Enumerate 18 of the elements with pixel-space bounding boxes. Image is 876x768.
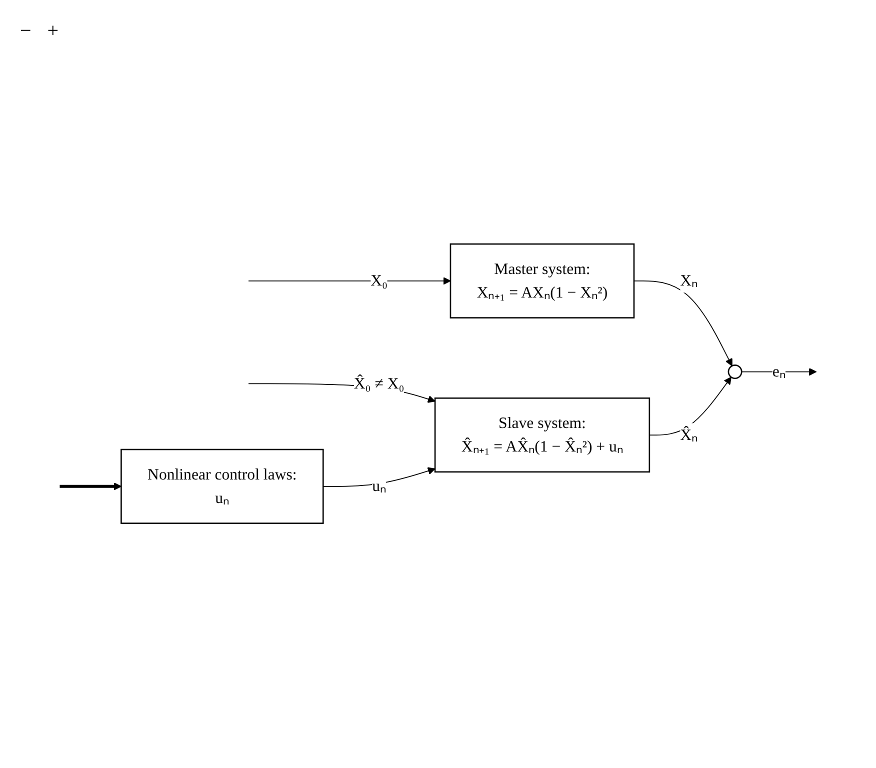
arrow (60, 482, 122, 491)
node-circle (728, 364, 742, 380)
arrow (248, 277, 451, 286)
arrow (648, 377, 732, 436)
node-box: Slave system: X̂ₙ₊₁ = AX̂ₙ(1 − X̂ₙ²) + uₙ (434, 398, 650, 473)
edge-label: X₀ (370, 272, 388, 290)
arrow (322, 468, 436, 488)
arrow (741, 368, 817, 376)
arrow (634, 280, 732, 367)
edge-label: X̂ₙ (680, 426, 698, 444)
edge-label: Xₙ (680, 272, 698, 290)
edge-label: eₙ (772, 362, 786, 380)
edge-label: uₙ (372, 478, 386, 496)
sign-label: − (20, 20, 32, 43)
edge-label: X̂₀ ≠ X₀ (354, 374, 404, 392)
sign-label: + (47, 20, 59, 43)
node-box: Master system: Xₙ₊₁ = AXₙ(1 − Xₙ²) (450, 244, 635, 319)
node-box: Nonlinear control laws: uₙ (120, 449, 324, 524)
